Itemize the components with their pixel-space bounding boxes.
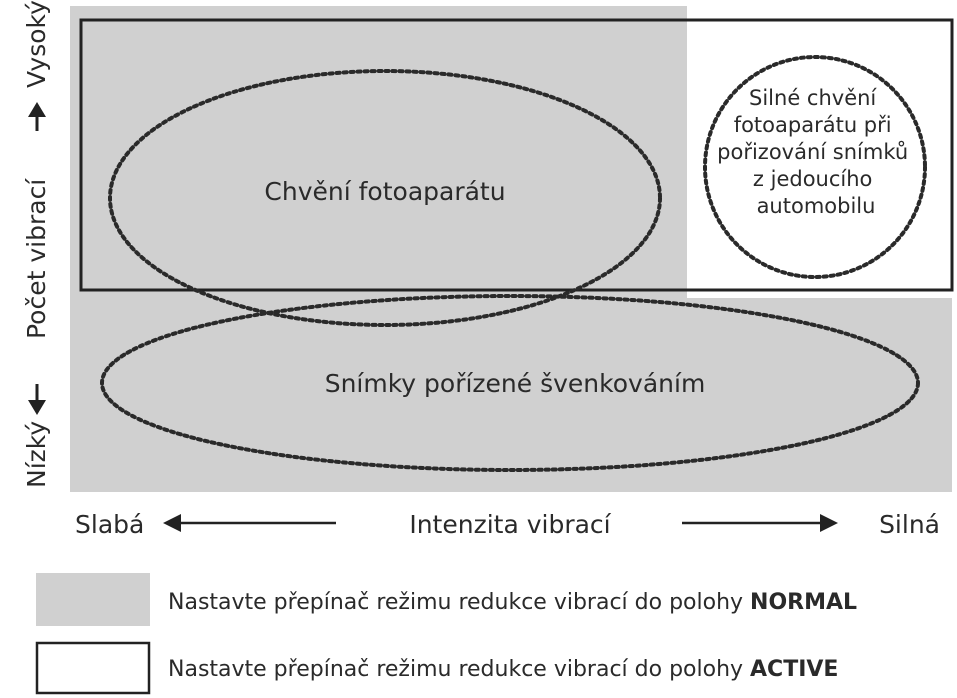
legend-normal-label: Nastavte přepínač režimu redukce vibrací… [168, 590, 750, 615]
legend: Nastavte přepínač režimu redukce vibrací… [35, 573, 857, 695]
legend-active-label: Nastavte přepínač režimu redukce vibrací… [168, 657, 750, 682]
vehicle-shake-line: pořizování snímků [717, 140, 908, 164]
camera-shake-ellipse [108, 69, 662, 327]
y-axis-title: Počet vibrací [22, 178, 51, 339]
y-axis-low-label: Nízký [22, 421, 51, 488]
active-mode-frame [79, 18, 954, 292]
arrow-left-icon [163, 514, 181, 532]
arrow-up-icon [28, 102, 46, 117]
legend-normal-text: Nastavte přepínač režimu redukce vibrací… [168, 590, 857, 615]
vehicle-shake-line: automobilu [757, 194, 876, 218]
normal-mode-area-lower [687, 298, 952, 492]
legend-active-mode: ACTIVE [750, 657, 838, 682]
vehicle-shake-line: fotoaparátu při [734, 113, 892, 137]
legend-active-swatch [35, 641, 151, 695]
camera-shake-label: Chvění fotoaparátu [264, 177, 505, 206]
normal-mode-area [70, 6, 687, 492]
vehicle-shake-circle [703, 55, 927, 279]
panning-ellipse [100, 294, 920, 472]
legend-active-text: Nastavte přepínač režimu redukce vibrací… [168, 657, 838, 682]
vehicle-shake-label: Silné chvění fotoaparátu při pořizování … [717, 86, 915, 218]
arrow-right-icon [820, 514, 838, 532]
legend-normal-mode: NORMAL [750, 590, 857, 615]
y-axis: Nízký Počet vibrací Vysoký [22, 0, 51, 488]
x-axis-title: Intenzita vibrací [409, 510, 611, 539]
vehicle-shake-line: Silné chvění [749, 86, 877, 110]
x-axis: Slabá Intenzita vibrací Silná [75, 510, 940, 539]
x-axis-high-label: Silná [879, 510, 940, 539]
vehicle-shake-line: z jedoucího [753, 167, 872, 191]
panning-label: Snímky pořízené švenkováním [325, 369, 706, 398]
y-axis-high-label: Vysoký [22, 0, 51, 88]
x-axis-low-label: Slabá [75, 510, 144, 539]
arrow-down-icon [28, 400, 46, 415]
legend-normal-swatch [36, 573, 150, 626]
